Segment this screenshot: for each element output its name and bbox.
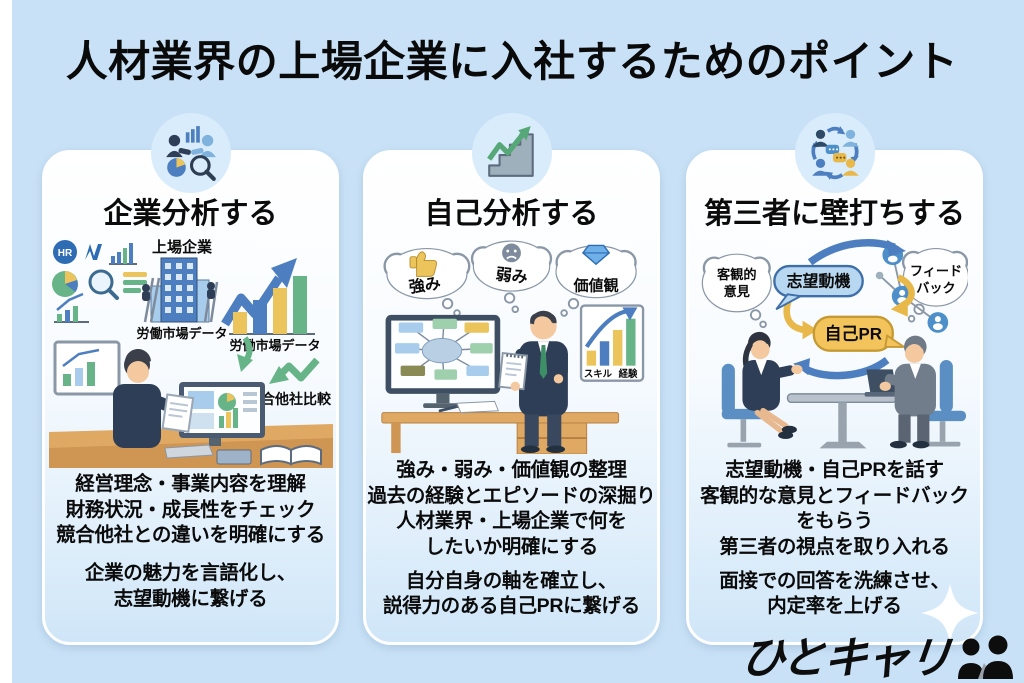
whiteboard-icon — [53, 340, 120, 396]
company-analysis-points: 経営理念・事業内容を理解 財務状況・成長性をチェック 競合他社との違いを明確にす… — [56, 472, 325, 549]
third-party-points: 志望動機・自己PRを話す 客観的な意見とフィードバック をもらう 第三者の視点を… — [700, 458, 969, 561]
point-line: したいか明確にする — [424, 536, 598, 558]
strength-cloud: 強み — [383, 247, 471, 317]
mindmap-monitor-icon — [385, 314, 501, 408]
card-company-analysis: 企業分析する HR — [42, 113, 339, 645]
summary-line: 自分自身の軸を確立し、 — [405, 569, 618, 592]
keyboard-icon — [163, 444, 214, 459]
point-line: 経営理念・事業内容を理解 — [75, 472, 306, 495]
page-title: 人材業界の上場企業に入社するためのポイント — [65, 38, 959, 85]
summary-line: 面接での回答を洗練させ、 — [719, 569, 950, 592]
feedback-line1: フィード — [910, 263, 962, 278]
competitor-compare-label: 競合他社比較 — [247, 391, 332, 407]
magnifier-icon — [88, 269, 119, 300]
objective-opinion-line1: 客観的 — [716, 266, 756, 282]
company-analysis-summary: 企業の魅力を言語化し、 志望動機に繋げる — [84, 561, 297, 612]
skill-experience-chart: スキル 経験 — [579, 304, 645, 382]
thumbs-up-icon — [409, 251, 437, 277]
brand-mark-icon — [84, 243, 102, 260]
summary-line: 説得力のある自己PRに繋げる — [383, 595, 640, 618]
stairs-growth-icon — [471, 113, 552, 193]
building-icon — [141, 257, 218, 323]
feedback-line2: バック — [916, 280, 955, 295]
person-advisor — [879, 335, 967, 449]
green-zigzag-arrow-icon — [268, 357, 320, 384]
person-company-analyst — [112, 348, 194, 448]
weakness-label: 弱み — [495, 265, 529, 286]
brand-logo-text: ひとキャリ — [738, 634, 953, 683]
point-line: 財務状況・成長性をチェック — [65, 498, 316, 521]
objective-opinion-cloud: 客観的 意見 — [701, 253, 772, 328]
point-line: 客観的な意見とフィードバック — [700, 484, 969, 507]
sad-face-icon — [502, 243, 521, 263]
point-line: 人材業界・上場企業で何を — [396, 510, 627, 533]
point-line: 第三者の視点を取り入れる — [719, 536, 950, 558]
growth-arrow-icon — [220, 257, 297, 327]
person-self-analysis — [498, 310, 568, 453]
point-line: 志望動機・自己PRを話す — [725, 458, 944, 481]
card-self-analysis: 自己分析する 強み — [363, 113, 660, 645]
self-pr-bubble: 自己PR — [812, 315, 908, 352]
card-title-self-analysis: 自己分析する — [424, 198, 599, 230]
self-analysis-points: 強み・弱み・価値観の整理 過去の経験とエピソードの深掘り 人材業界・上場企業で何… — [367, 458, 655, 561]
summary-line: 内定率を上げる — [767, 595, 902, 618]
brand-logo: ひとキャリ — [738, 634, 1016, 683]
motivation-bubble: 志望動機 — [773, 264, 864, 310]
person-candidate — [721, 331, 803, 448]
meeting-table — [786, 392, 898, 449]
point-line: をもらう — [796, 510, 873, 533]
point-line: 強み・弱み・価値観の整理 — [396, 458, 627, 481]
point-line: 競合他社との違いを明確にする — [56, 524, 325, 547]
summary-line: 志望動機に繋げる — [113, 587, 268, 610]
left-edge-strip — [0, 0, 12, 683]
card-third-party-practice: 第三者に壁打ちする 客観的 意見 フィード — [686, 113, 983, 645]
skill-label: スキル — [584, 368, 613, 379]
mini-bar-chart2-icon — [53, 292, 89, 323]
tablet-icon — [216, 449, 251, 465]
labor-market-label-left: 労働市場データ — [136, 326, 227, 341]
card-title-third-party: 第三者に壁打ちする — [703, 198, 965, 230]
sparkle-icon — [921, 584, 979, 642]
open-book-icon — [259, 444, 322, 466]
cycle-arrows — [783, 238, 915, 380]
bar-chart-icon — [228, 275, 315, 335]
handshake-analysis-icon — [150, 113, 231, 193]
weakness-cloud: 弱み — [470, 240, 553, 313]
objective-opinion-line2: 意見 — [724, 283, 750, 299]
experience-label: 経験 — [619, 368, 638, 379]
motivation-label: 志望動機 — [787, 272, 851, 291]
summary-line: 企業の魅力を言語化し、 — [84, 562, 297, 584]
card-title-company-analysis: 企業分析する — [103, 198, 278, 230]
listed-company-label: 上場企業 — [151, 238, 212, 256]
people-exchange-icon — [794, 113, 875, 193]
monitor-icon — [178, 381, 265, 446]
self-analysis-illustration: 強み 弱み — [381, 240, 645, 454]
company-analysis-illustration: HR — [48, 238, 333, 468]
mini-bar-chart-icon — [108, 242, 137, 265]
third-party-summary: 面接での回答を洗練させ、 内定率を上げる — [719, 569, 950, 620]
desk — [381, 400, 620, 454]
strength-label: 強み — [408, 273, 442, 296]
third-party-illustration: 客観的 意見 フィード バック — [701, 238, 968, 449]
list-lines-icon — [122, 271, 147, 293]
hr-badge: HR — [57, 248, 72, 259]
green-down-arrow-icon — [236, 335, 253, 372]
point-line: 過去の経験とエピソードの深掘り — [367, 484, 656, 507]
self-analysis-summary: 自分自身の軸を確立し、 説得力のある自己PRに繋げる — [383, 569, 640, 620]
diamond-icon — [581, 244, 611, 265]
values-cloud: 価値観 — [555, 244, 637, 317]
self-pr-label: 自己PR — [825, 323, 882, 343]
two-people-icon — [958, 635, 1013, 679]
pie-chart-icon — [51, 270, 78, 297]
values-label: 価値観 — [573, 276, 619, 294]
